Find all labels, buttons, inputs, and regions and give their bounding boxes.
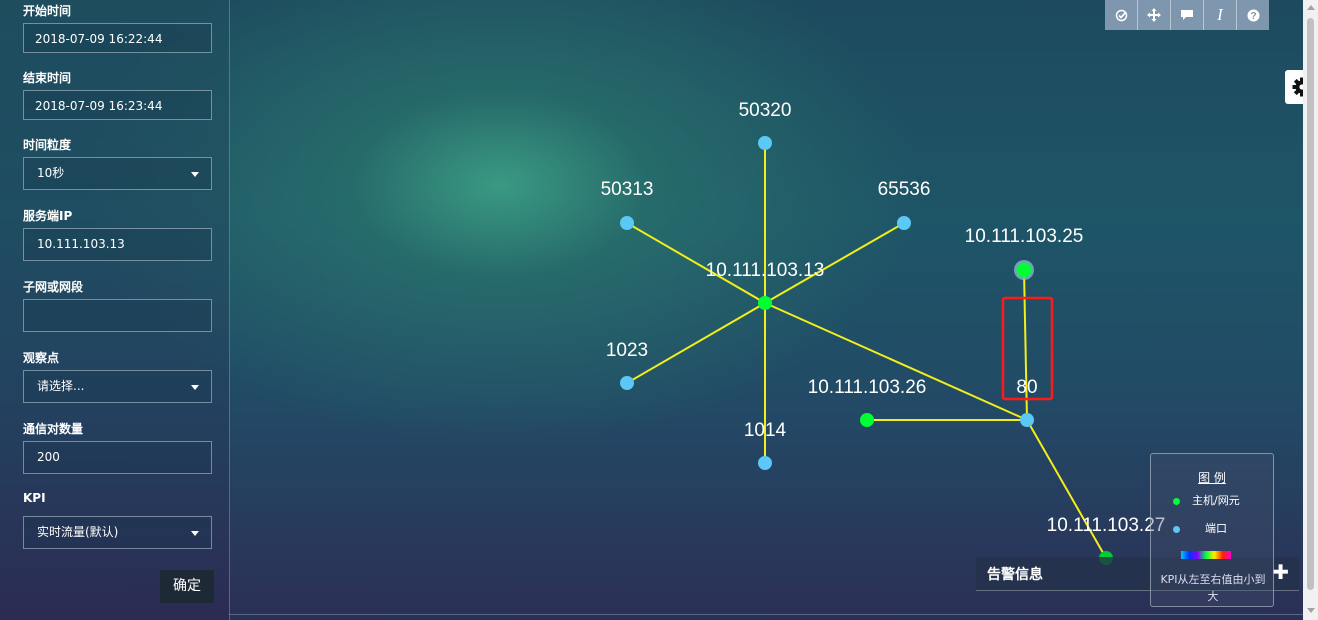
node-label: 10.111.103.27	[1047, 515, 1166, 536]
node-label: 50313	[601, 179, 654, 200]
link-center-80	[764, 302, 1028, 421]
comment-icon[interactable]	[1171, 0, 1204, 30]
host-node-center[interactable]	[758, 296, 772, 310]
granularity-select[interactable]: 10秒	[23, 157, 212, 190]
legend-host-label: 主机/网元	[1192, 494, 1240, 507]
link-center-65536	[764, 222, 905, 304]
link-80-host27	[1026, 419, 1107, 559]
server-ip-label: 服务端IP	[23, 209, 73, 223]
kpi-label: KPI	[23, 491, 46, 505]
end-time-label: 结束时间	[23, 71, 72, 85]
node-label: 1014	[744, 420, 787, 441]
scroll-up-icon[interactable]	[1307, 5, 1315, 10]
graph-toolbar: I ?	[1105, 0, 1269, 30]
port-node-50313[interactable]	[620, 216, 634, 230]
granularity-value: 10秒	[37, 166, 65, 180]
legend-port-row: 端口	[1173, 520, 1227, 536]
node-label: 10.111.103.25	[965, 226, 1084, 247]
alarm-panel[interactable]: 告警信息 ✚	[976, 557, 1299, 591]
topology-canvas-frame	[229, 0, 1303, 615]
node-label: 50320	[739, 100, 792, 121]
chevron-down-icon	[191, 385, 199, 390]
legend-title: 图 例	[1198, 471, 1226, 485]
link-host25-80	[1023, 269, 1028, 421]
italic-icon[interactable]: I	[1204, 0, 1237, 30]
topology-links	[626, 143, 1107, 559]
server-ip-input[interactable]: 10.111.103.13	[23, 228, 212, 261]
kpi-value: 实时流量(默认)	[37, 525, 119, 539]
port-node-1014[interactable]	[758, 456, 772, 470]
node-label: 65536	[878, 179, 931, 200]
chevron-down-icon	[191, 172, 199, 177]
observation-point-value: 请选择...	[37, 379, 85, 393]
legend-panel: 图 例 主机/网元 端口 KPI从左至右值由小到大	[1150, 453, 1274, 607]
chevron-down-icon	[191, 531, 199, 536]
port-node-50320[interactable]	[758, 136, 772, 150]
scroll-down-icon[interactable]	[1307, 608, 1315, 613]
start-time-input[interactable]: 2018-07-09 16:22:44	[23, 23, 212, 53]
page-scrollbar[interactable]	[1303, 0, 1318, 620]
move-icon[interactable]	[1138, 0, 1171, 30]
kpi-select[interactable]: 实时流量(默认)	[23, 516, 212, 549]
legend-note: KPI从左至右值由小到大	[1160, 573, 1266, 603]
confirm-button[interactable]: 确定	[160, 570, 214, 603]
check-icon[interactable]	[1105, 0, 1138, 30]
observation-point-select[interactable]: 请选择...	[23, 370, 212, 403]
start-time-label: 开始时间	[23, 4, 72, 18]
help-icon[interactable]: ?	[1237, 0, 1269, 30]
scrollbar-thumb[interactable]	[1307, 18, 1314, 590]
kpi-color-scale	[1181, 551, 1231, 559]
pair-count-label: 通信对数量	[23, 422, 84, 436]
port-node-80[interactable]	[1020, 413, 1034, 427]
port-dot-icon	[1173, 525, 1180, 533]
topology-graph[interactable]: 50320 50313 65536 10.111.103.13 1023 101…	[0, 0, 1303, 614]
selection-highlight-box	[1001, 296, 1054, 401]
subnet-label: 子网或网段	[23, 280, 84, 294]
legend-port-label: 端口	[1205, 522, 1227, 535]
legend-host-row: 主机/网元	[1173, 492, 1240, 508]
port-node-65536[interactable]	[897, 216, 911, 230]
query-sidebar: 开始时间 2018-07-09 16:22:44 结束时间 2018-07-09…	[0, 0, 230, 620]
pair-count-input[interactable]: 200	[23, 441, 212, 474]
host-node-26[interactable]	[860, 413, 874, 427]
svg-text:?: ?	[1250, 11, 1256, 22]
subnet-input[interactable]	[23, 299, 212, 332]
host-node-25[interactable]	[1016, 262, 1032, 278]
topology-nodes	[620, 136, 1113, 565]
alarm-title: 告警信息	[987, 567, 1043, 583]
node-label: 10.111.103.26	[808, 377, 927, 398]
end-time-input[interactable]: 2018-07-09 16:23:44	[23, 90, 212, 120]
node-label: 80	[1016, 377, 1037, 398]
node-label: 1023	[606, 340, 648, 361]
node-label: 10.111.103.13	[706, 260, 825, 281]
observation-point-label: 观察点	[23, 351, 60, 365]
granularity-label: 时间粒度	[23, 138, 72, 152]
port-node-1023[interactable]	[620, 376, 634, 390]
link-center-50313	[626, 222, 766, 304]
link-center-1023	[626, 302, 766, 384]
host-dot-icon	[1173, 497, 1180, 505]
plus-icon[interactable]: ✚	[1272, 560, 1289, 584]
